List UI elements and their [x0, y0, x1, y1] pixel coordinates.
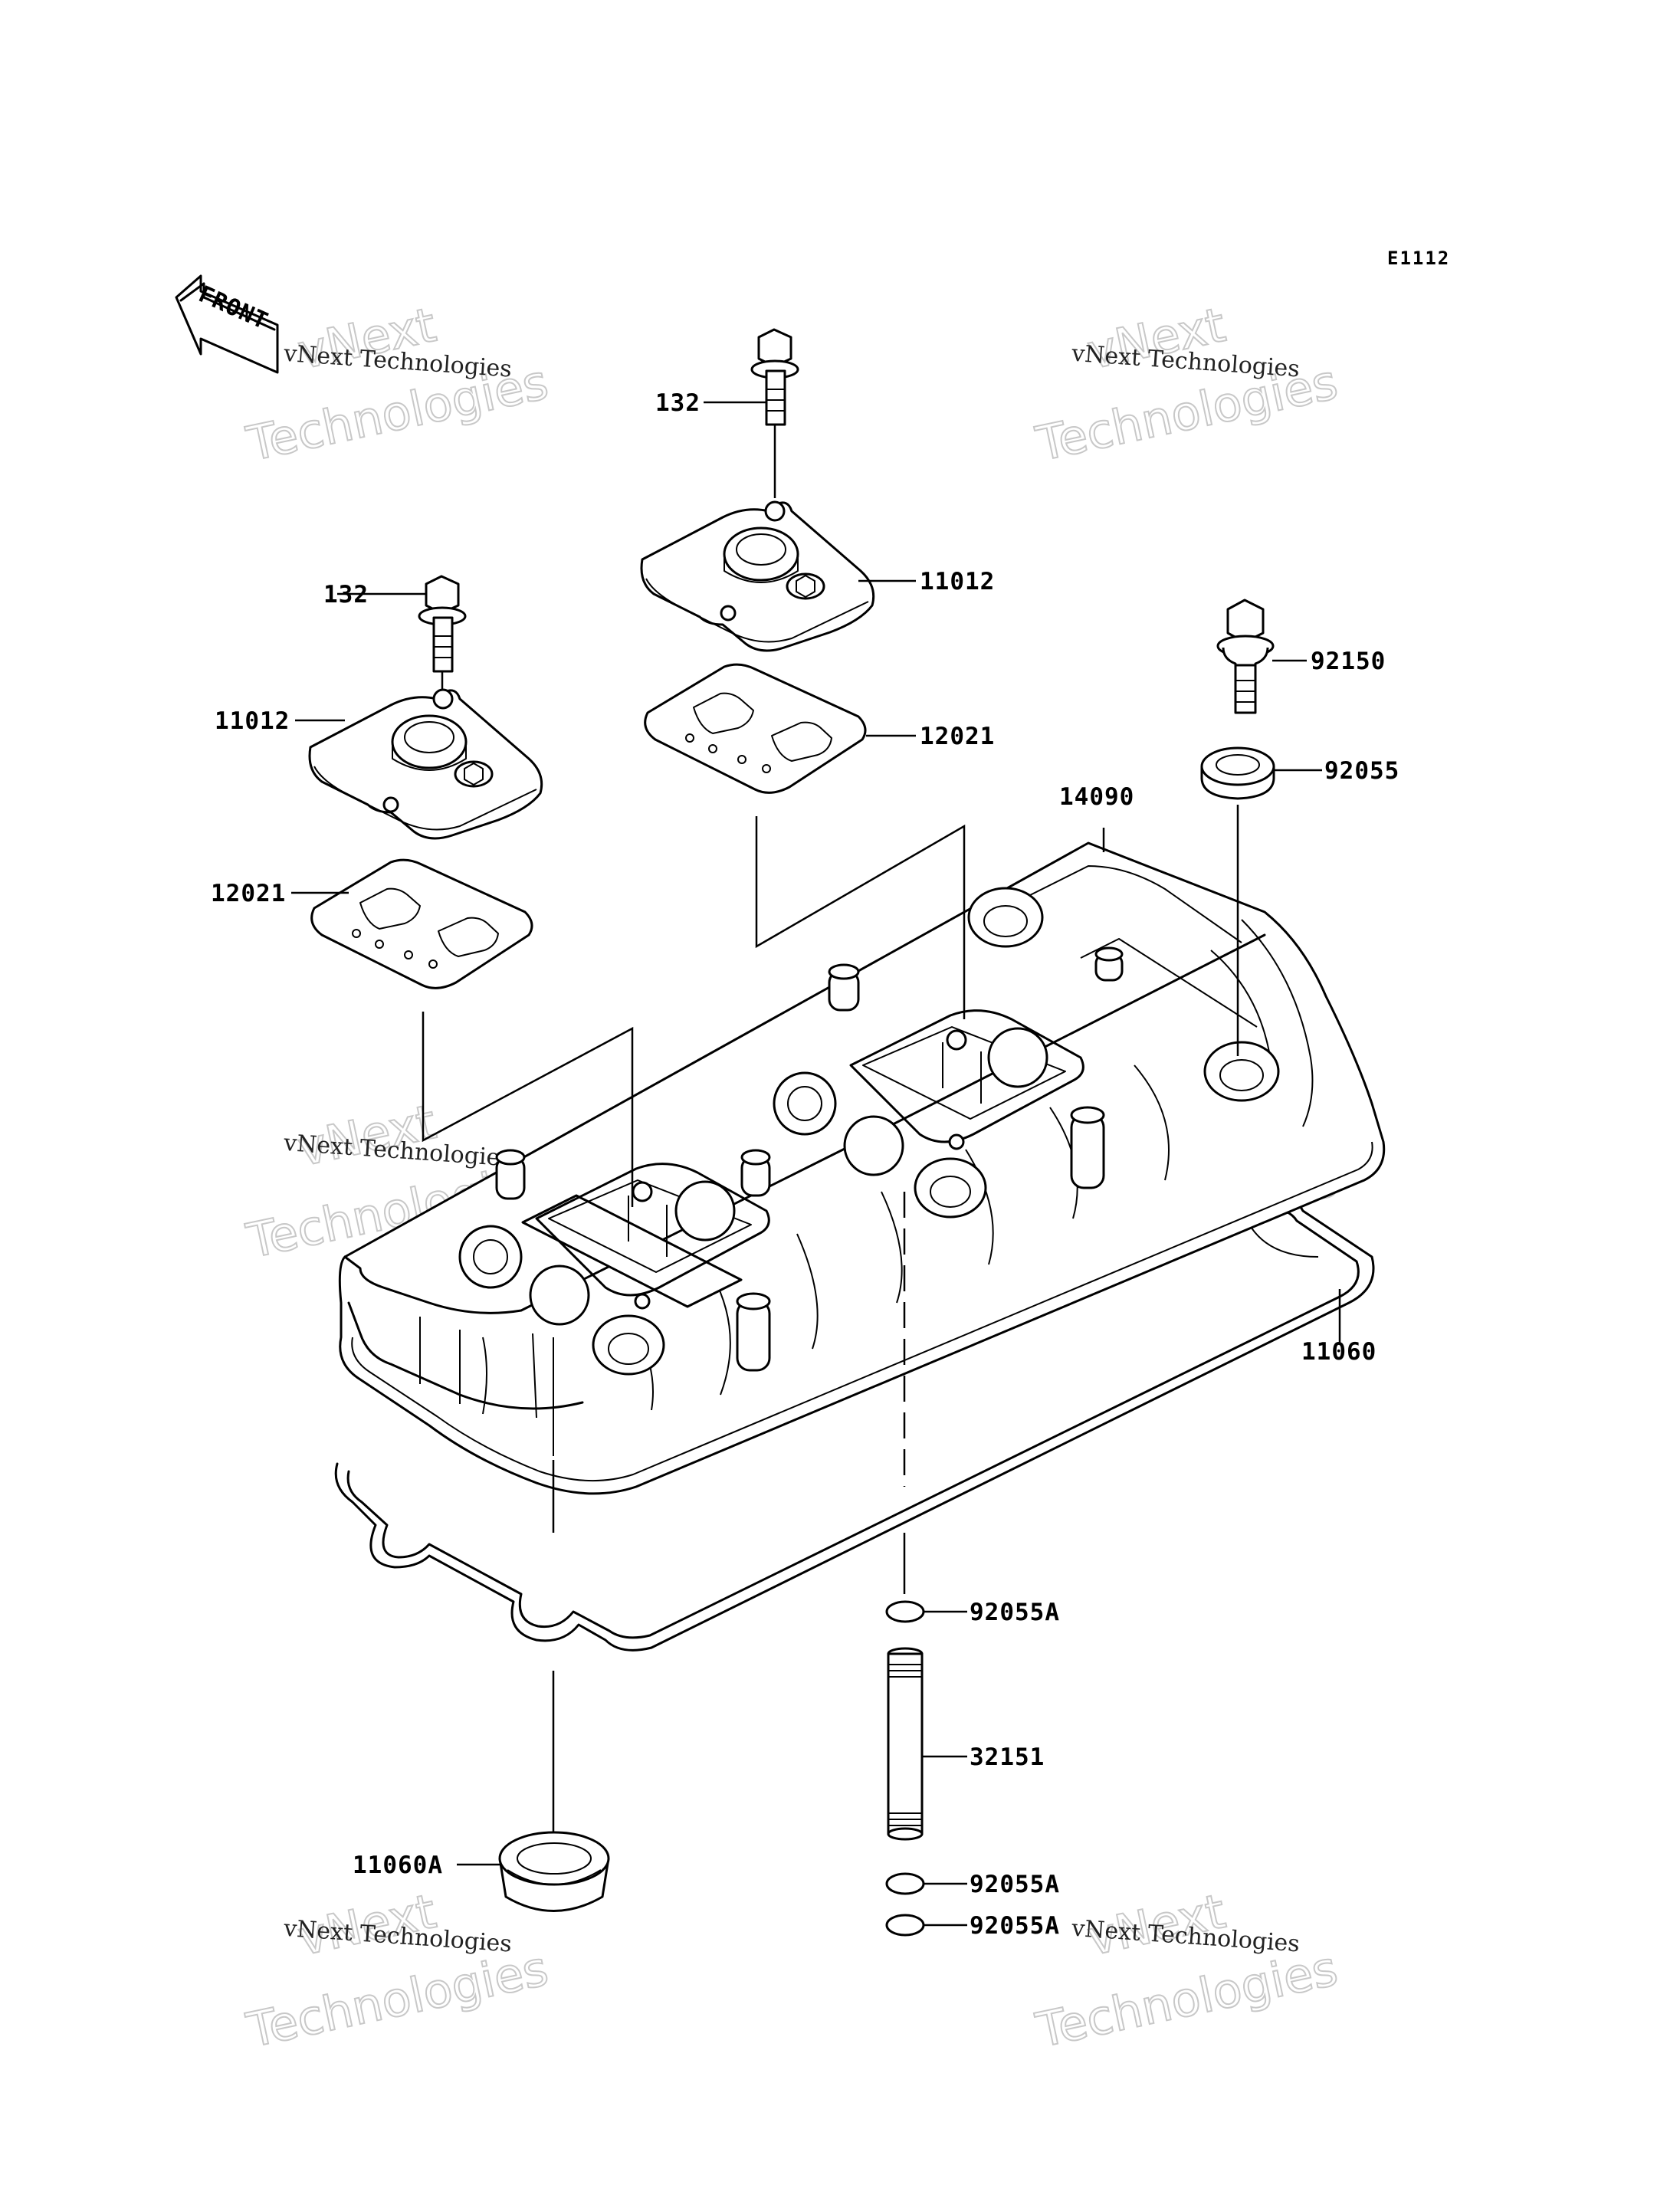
watermark-top-left: vNext Technologies vNext Technologies — [241, 296, 553, 473]
bolt-icon — [1216, 599, 1275, 714]
gasket-left-part — [310, 858, 533, 989]
label-washer-right: 92055 — [1324, 757, 1399, 785]
watermark-big: Technologies — [241, 1940, 553, 2058]
watermark-bottom-right: vNext Technologies vNext Technologies — [1030, 1882, 1343, 2059]
cylinder-head-cover-part — [338, 841, 1386, 1495]
label-plug-seal: 11060A — [353, 1852, 443, 1879]
pipe-part — [887, 1647, 924, 1841]
label-bolt-right: 92150 — [1311, 648, 1386, 675]
bolt-icon — [750, 328, 799, 426]
label-cap-left: 11012 — [215, 707, 290, 735]
label-bolt-center: 132 — [655, 389, 701, 417]
front-arrow-label: FRONT — [195, 281, 272, 336]
assembly-line-center — [755, 816, 966, 1019]
watermark-top-right: vNext Technologies vNext Technologies — [1030, 296, 1343, 473]
label-gasket-left: 12021 — [211, 880, 286, 907]
label-cap-center: 11012 — [920, 568, 995, 595]
label-cover-gasket: 11060 — [1301, 1338, 1376, 1366]
plug-seal-part — [498, 1831, 610, 1912]
label-pipe: 32151 — [970, 1743, 1045, 1771]
cap-center-part — [640, 500, 875, 652]
label-bolt-left: 132 — [323, 581, 369, 608]
o-ring-icon — [885, 1914, 925, 1937]
diagram-code: E1112 — [1387, 248, 1450, 269]
label-o-ring-top: 92055A — [970, 1599, 1060, 1626]
watermark-bottom-left: vNext Technologies vNext Technologies — [241, 1882, 553, 2059]
o-ring-icon — [885, 1600, 925, 1623]
gasket-center-part — [644, 663, 867, 794]
front-arrow-icon: FRONT — [175, 274, 279, 374]
label-o-ring-bottom: 92055A — [970, 1912, 1060, 1940]
o-ring-icon — [885, 1872, 925, 1895]
watermark-big: Technologies — [1031, 1940, 1342, 2058]
assembly-line-left — [422, 1012, 634, 1207]
label-gasket-center: 12021 — [920, 723, 995, 750]
cap-left-part — [308, 688, 543, 840]
label-o-ring-middle: 92055A — [970, 1871, 1060, 1898]
label-cover: 14090 — [1059, 783, 1134, 811]
bolt-icon — [418, 575, 467, 673]
washer-icon — [1200, 746, 1275, 800]
